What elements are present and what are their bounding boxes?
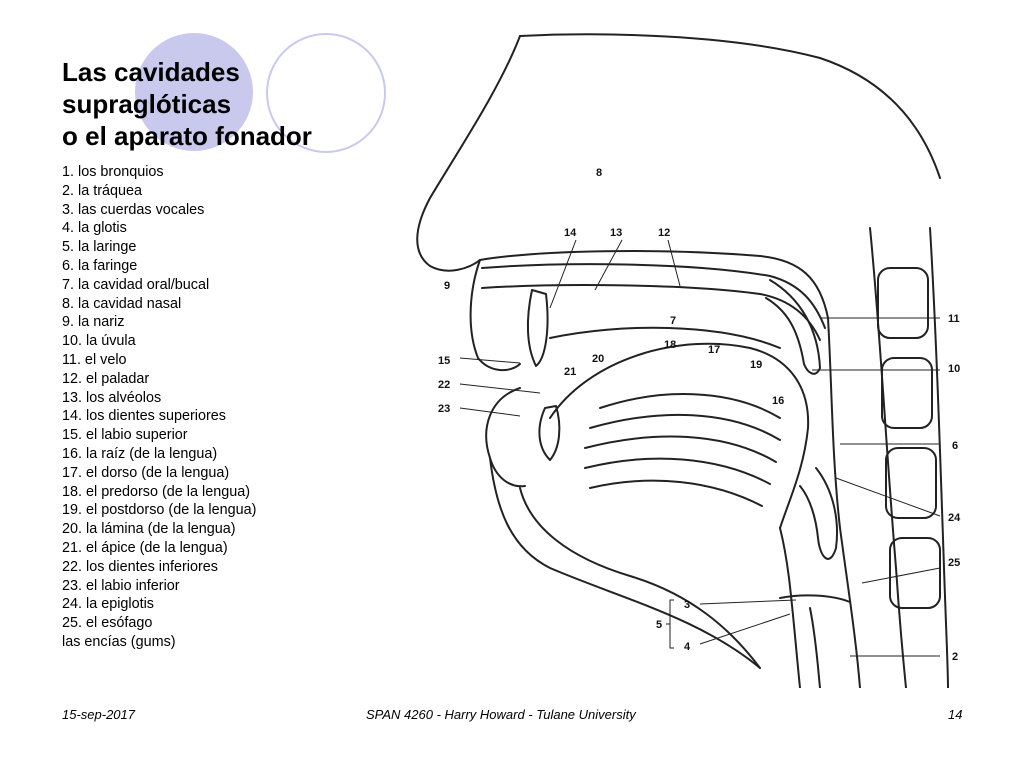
legend-item: 17. el dorso (de la lengua): [62, 464, 230, 481]
title-line-1: Las cavidades: [62, 57, 240, 87]
lower-teeth-outline: [538, 405, 561, 461]
nasal-cavity-outline: [479, 250, 829, 319]
legend-item: 10. la úvula: [62, 333, 136, 350]
legend-item: 19. el postdorso (de la lengua): [62, 502, 257, 519]
figure-label-22: 22: [438, 379, 450, 391]
figure-label-6: 6: [952, 440, 958, 452]
nose-outline: [416, 35, 521, 272]
hard-palate-outline: [481, 263, 826, 329]
skull-outline: [519, 33, 941, 179]
legend-item: 23. el labio inferior: [62, 577, 180, 594]
legend-item: 12. el paladar: [62, 370, 150, 387]
legend-item: 8. la cavidad nasal: [62, 295, 182, 312]
figure-label-23: 23: [438, 403, 450, 415]
figure-label-25: 25: [948, 557, 960, 569]
legend-item: 1. los bronquios: [62, 164, 164, 180]
legend-item: 7. la cavidad oral/bucal: [62, 276, 210, 293]
decorative-circle-filled: [135, 33, 253, 151]
title-line-3: o el aparato fonador: [62, 121, 312, 151]
figure-label-2: 2: [952, 651, 958, 663]
title-line-2: supraglóticas: [62, 89, 232, 119]
legend-item: 16. la raíz (de la lengua): [62, 445, 218, 462]
bracket-5: [666, 599, 674, 649]
figure-label-13: 13: [610, 227, 622, 239]
figure-label-12: 12: [658, 227, 670, 239]
figure-label-16: 16: [772, 395, 784, 407]
legend-item: 14. los dientes superiores: [62, 408, 226, 425]
figure-label-8: 8: [596, 167, 602, 179]
larynx-outline: [779, 527, 801, 688]
legend-item: 15. el labio superior: [62, 427, 188, 444]
legend-item: 20. la lámina (de la lengua): [62, 521, 236, 538]
footer-course: SPAN 4260 - Harry Howard - Tulane Univer…: [366, 707, 636, 722]
anatomy-legend: 1. los bronquios 2. la tráquea 3. las cu…: [62, 163, 256, 652]
figure-label-20: 20: [592, 353, 604, 365]
figure-label-18: 18: [664, 339, 676, 351]
slide-title: Las cavidades supraglóticas o el aparato…: [62, 56, 392, 152]
legend-item: 3. las cuerdas vocales: [62, 201, 205, 218]
footer-date: 15-sep-2017: [62, 707, 135, 722]
figure-label-3: 3: [684, 599, 690, 611]
figure-label-10: 10: [948, 363, 960, 375]
legend-item: 6. la faringe: [62, 257, 138, 274]
pharynx-wall: [827, 317, 861, 688]
figure-label-7: 7: [670, 315, 676, 327]
figure-label-21: 21: [564, 366, 576, 378]
decorative-circle-ring: [266, 33, 386, 153]
figure-label-17: 17: [708, 344, 720, 356]
figure-label-11: 11: [948, 313, 960, 325]
jaw-outline: [489, 457, 761, 669]
legend-item: las encías (gums): [62, 633, 176, 650]
legend-item: 24. la epiglotis: [62, 596, 155, 613]
legend-item: 11. el velo: [62, 351, 127, 368]
upper-lip-outline: [469, 259, 521, 372]
tongue-outline: [549, 342, 810, 529]
spine-outline: [869, 227, 907, 688]
velum-outline: [765, 279, 821, 375]
upper-teeth-outline: [526, 289, 549, 367]
legend-item: 2. la tráquea: [62, 182, 143, 199]
legend-item: 4. la glotis: [62, 220, 127, 237]
figure-label-15: 15: [438, 355, 450, 367]
figure-label-19: 19: [750, 359, 762, 371]
figure-label-9: 9: [444, 280, 450, 292]
figure-label-4: 4: [684, 641, 691, 653]
trachea-outline: [809, 607, 821, 688]
vocal-tract-illustration: 8 14 13 12 9 7 11 18 17 20 19 15 10 21 2…: [416, 33, 961, 688]
legend-item: 9. la nariz: [62, 314, 125, 331]
legend-item: 18. el predorso (de la lengua): [62, 483, 250, 500]
epiglottis-outline: [799, 467, 838, 560]
legend-item: 21. el ápice (de la lengua): [62, 539, 228, 556]
figure-label-14: 14: [564, 227, 577, 239]
vocal-folds: [779, 594, 851, 603]
legend-item: 5. la laringe: [62, 239, 137, 256]
oral-cavity-roof: [549, 326, 781, 349]
legend-item: 22. los dientes inferiores: [62, 558, 218, 575]
figure-label-5: 5: [656, 619, 662, 631]
legend-item: 13. los alvéolos: [62, 389, 162, 406]
legend-item: 25. el esófago: [62, 615, 153, 632]
footer-page-number: 14: [948, 707, 963, 722]
vocal-tract-figure: 8 14 13 12 9 7 11 18 17 20 19 15 10 21 2…: [400, 28, 970, 688]
figure-label-24: 24: [948, 512, 961, 524]
